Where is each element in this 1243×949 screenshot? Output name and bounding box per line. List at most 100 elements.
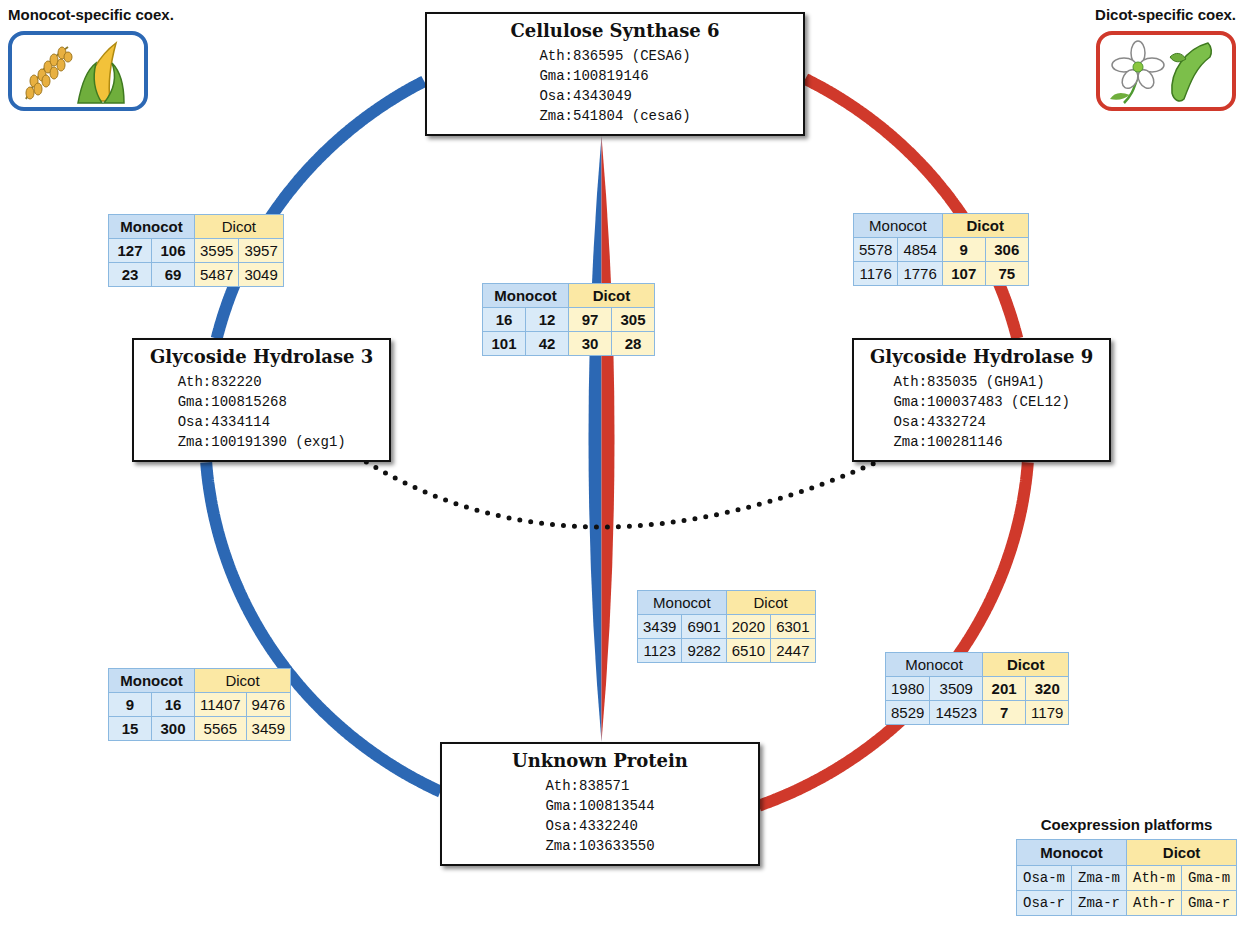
rank-cell: 11407 bbox=[195, 693, 247, 717]
rank-cell: 97 bbox=[569, 308, 612, 332]
count-grid: MonocotDicot12710635953957236954873049 bbox=[108, 214, 284, 287]
coexpression-arc bbox=[759, 462, 1028, 805]
rank-cell: 42 bbox=[526, 332, 569, 356]
connector bbox=[206, 462, 440, 791]
dicot-link bbox=[602, 136, 615, 742]
table-row: 236954873049 bbox=[109, 263, 284, 287]
rank-cell: 8529 bbox=[886, 701, 930, 725]
count-table: MonocotDicot12710635953957236954873049 bbox=[108, 214, 284, 287]
platform-cell: Osa-r bbox=[1017, 891, 1072, 916]
platform-cell: Gma-r bbox=[1182, 891, 1237, 916]
clade-header: Monocot bbox=[109, 215, 195, 239]
gene-family-title: Unknown Protein bbox=[458, 750, 742, 771]
rank-cell: 16 bbox=[152, 693, 195, 717]
rank-cell: 320 bbox=[1026, 677, 1069, 701]
rank-cell: 3509 bbox=[930, 677, 983, 701]
rank-cell: 2447 bbox=[771, 639, 815, 663]
count-grid: MonocotDicot3439690120206301112392826510… bbox=[637, 590, 816, 663]
count-grid: MonocotDicot5578485493061176177610775 bbox=[853, 213, 1029, 286]
rank-cell: 2020 bbox=[726, 615, 770, 639]
gene-id: Osa:4343049 bbox=[539, 86, 690, 106]
rank-cell: 1776 bbox=[898, 262, 942, 286]
gene-id: Zma:100191390 (exg1) bbox=[178, 432, 346, 452]
clade-header: Monocot bbox=[109, 669, 195, 693]
rank-cell: 9476 bbox=[246, 693, 290, 717]
table-row: 12710635953957 bbox=[109, 239, 284, 263]
rank-cell: 6510 bbox=[726, 639, 770, 663]
table-row: 3439690120206301 bbox=[638, 615, 816, 639]
rank-cell: 1123 bbox=[638, 639, 682, 663]
rank-cell: 101 bbox=[483, 332, 526, 356]
count-table: MonocotDicot9161140794761530055653459 bbox=[108, 668, 291, 741]
table-row: 916114079476 bbox=[109, 693, 291, 717]
clade-header: Dicot bbox=[1127, 840, 1237, 866]
clade-header: Monocot bbox=[638, 591, 727, 615]
dotted-link bbox=[366, 462, 877, 527]
gene-id-list: Ath:832220Gma:100815268Osa:4334114Zma:10… bbox=[178, 372, 346, 452]
rank-cell: 201 bbox=[983, 677, 1026, 701]
rank-cell: 7 bbox=[983, 701, 1026, 725]
table-row: Osa-mZma-mAth-mGma-m bbox=[1017, 866, 1237, 891]
gene-id: Gma:100819146 bbox=[539, 66, 690, 86]
gene-id: Zma:541804 (cesa6) bbox=[539, 106, 690, 126]
gene-box: Cellulose Synthase 6Ath:836595 (CESA6)Gm… bbox=[425, 12, 805, 136]
gene-box: Unknown ProteinAth:838571Gma:100813544Os… bbox=[440, 742, 760, 866]
group-heading: Monocot-specific coex. bbox=[8, 6, 174, 23]
clade-header: Monocot bbox=[1017, 840, 1127, 866]
rank-cell: 3459 bbox=[246, 717, 290, 741]
monocot-icons bbox=[12, 35, 144, 107]
platform-table: Coexpression platformsMonocotDicotOsa-mZ… bbox=[1016, 816, 1237, 916]
gene-id: Zma:100281146 bbox=[893, 432, 1069, 452]
gene-id-list: Ath:838571Gma:100813544Osa:4332240Zma:10… bbox=[545, 776, 654, 856]
gene-family-title: Glycoside Hydrolase 9 bbox=[870, 346, 1093, 367]
rank-cell: 15 bbox=[109, 717, 152, 741]
group-outline bbox=[8, 31, 148, 111]
connector bbox=[217, 81, 425, 338]
table-row: 161297305 bbox=[483, 308, 655, 332]
clade-header: Dicot bbox=[195, 669, 291, 693]
coexpression-arc bbox=[206, 462, 440, 791]
rank-cell: 9282 bbox=[682, 639, 726, 663]
table-header-row: MonocotDicot bbox=[109, 669, 291, 693]
platform-cell: Ath-r bbox=[1127, 891, 1182, 916]
platform-title: Coexpression platforms bbox=[1016, 816, 1237, 833]
gene-id: Zma:103633550 bbox=[545, 836, 654, 856]
rank-cell: 107 bbox=[942, 262, 985, 286]
rank-cell: 12 bbox=[526, 308, 569, 332]
coexpression-arc bbox=[805, 79, 1017, 339]
connector bbox=[805, 79, 1017, 339]
gene-box: Glycoside Hydrolase 3Ath:832220Gma:10081… bbox=[132, 338, 391, 462]
rank-cell: 3595 bbox=[195, 239, 239, 263]
count-table: MonocotDicot5578485493061176177610775 bbox=[853, 213, 1029, 286]
table-header-row: MonocotDicot bbox=[854, 214, 1029, 238]
platform-cell: Zma-r bbox=[1072, 891, 1127, 916]
rank-cell: 3439 bbox=[638, 615, 682, 639]
table-row: 1530055653459 bbox=[109, 717, 291, 741]
table-header-row: MonocotDicot bbox=[109, 215, 284, 239]
gene-id: Ath:836595 (CESA6) bbox=[539, 46, 690, 66]
coexpression-group: Monocot-specific coex. bbox=[8, 6, 174, 111]
table-row: 1123928265102447 bbox=[638, 639, 816, 663]
count-grid: MonocotDicot161297305101423028 bbox=[482, 283, 655, 356]
rank-cell: 9 bbox=[942, 238, 985, 262]
clade-header: Monocot bbox=[483, 284, 569, 308]
rank-cell: 4854 bbox=[898, 238, 942, 262]
table-header-row: MonocotDicot bbox=[638, 591, 816, 615]
group-heading: Dicot-specific coex. bbox=[1095, 6, 1236, 23]
clade-header: Monocot bbox=[886, 653, 983, 677]
table-row: Osa-rZma-rAth-rGma-r bbox=[1017, 891, 1237, 916]
table-header-row: MonocotDicot bbox=[483, 284, 655, 308]
gene-id: Osa:4332240 bbox=[545, 816, 654, 836]
rank-cell: 75 bbox=[985, 262, 1028, 286]
gene-id: Gma:100813544 bbox=[545, 796, 654, 816]
table-header-row: MonocotDicot bbox=[1017, 840, 1237, 866]
rank-cell: 69 bbox=[152, 263, 195, 287]
gene-id: Gma:100037483 (CEL12) bbox=[893, 392, 1069, 412]
connector bbox=[759, 462, 1028, 805]
rank-cell: 3957 bbox=[239, 239, 283, 263]
rank-cell: 5487 bbox=[195, 263, 239, 287]
rank-cell: 14523 bbox=[930, 701, 983, 725]
table-row: 19803509201320 bbox=[886, 677, 1069, 701]
clade-header: Monocot bbox=[854, 214, 943, 238]
